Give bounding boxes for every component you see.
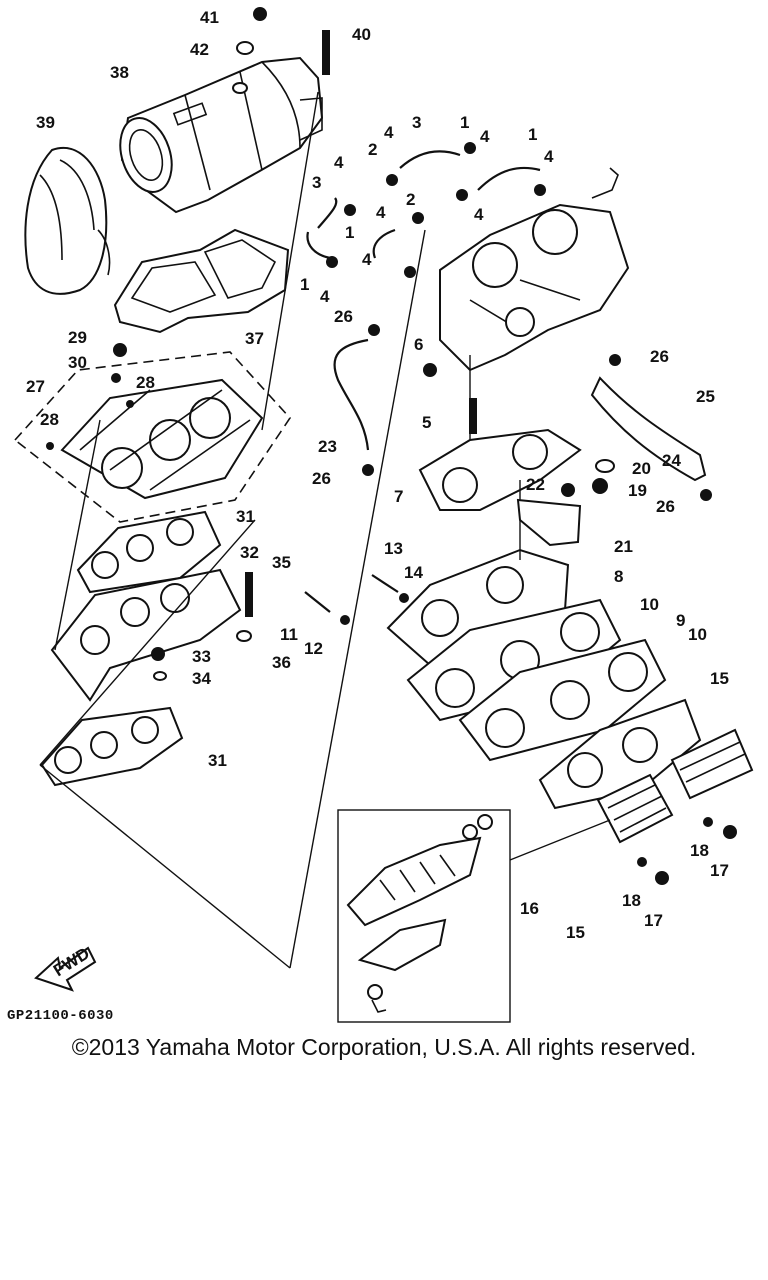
callout-27: 27 <box>26 377 45 396</box>
callout-26d: 26 <box>656 497 675 516</box>
callout-6: 6 <box>414 335 423 354</box>
cylinder-gaskets <box>40 510 242 787</box>
muffler-assembly <box>119 56 324 214</box>
leader-lines <box>39 91 611 969</box>
callout-24: 24 <box>662 451 681 470</box>
callout-3b: 3 <box>412 113 421 132</box>
callout-33: 33 <box>192 647 211 666</box>
exhaust-elbow <box>24 147 111 295</box>
carburetor-assembly <box>439 167 630 372</box>
callout-22: 22 <box>526 475 545 494</box>
callout-4h: 4 <box>320 287 330 306</box>
callout-4d: 4 <box>544 147 554 166</box>
callout-39: 39 <box>36 113 55 132</box>
callout-4e: 4 <box>376 203 386 222</box>
callout-25: 25 <box>696 387 715 406</box>
copyright-notice: ©2013 Yamaha Motor Corporation, U.S.A. A… <box>71 1034 697 1060</box>
diagram-reference-code: GP21100-6030 <box>7 1008 114 1024</box>
callout-40: 40 <box>352 25 371 44</box>
callout-4b: 4 <box>384 123 394 142</box>
callout-30: 30 <box>68 353 87 372</box>
callout-26a: 26 <box>334 307 353 326</box>
callout-37: 37 <box>245 329 264 348</box>
callout-14: 14 <box>404 563 423 582</box>
callout-21: 21 <box>614 537 633 556</box>
callout-38: 38 <box>110 63 129 82</box>
callout-4g: 4 <box>362 250 372 269</box>
callout-16: 16 <box>520 899 539 918</box>
callout-34: 34 <box>192 669 211 688</box>
reed-spacers <box>406 598 702 810</box>
callout-7: 7 <box>394 487 403 506</box>
callout-36: 36 <box>272 653 291 672</box>
callout-4c: 4 <box>480 127 490 146</box>
callout-29: 29 <box>68 328 87 347</box>
callout-32: 32 <box>240 543 259 562</box>
callout-18b: 18 <box>622 891 641 910</box>
callout-28a: 28 <box>136 373 155 392</box>
callout-4f: 4 <box>474 205 484 224</box>
intake-plates <box>386 428 582 667</box>
callout-26c: 26 <box>312 469 331 488</box>
callout-3a: 3 <box>312 173 321 192</box>
callout-1c: 1 <box>345 223 354 242</box>
callout-41: 41 <box>200 8 219 27</box>
callout-15b: 15 <box>566 923 585 942</box>
callout-19: 19 <box>628 481 647 500</box>
callout-12: 12 <box>304 639 323 658</box>
cylinder-head-group <box>13 351 292 523</box>
callout-1a: 1 <box>460 113 469 132</box>
callout-4a: 4 <box>334 153 344 172</box>
callout-26b: 26 <box>650 347 669 366</box>
callout-5: 5 <box>422 413 431 432</box>
muffler-gaskets <box>113 228 290 334</box>
reed-valves <box>596 728 754 844</box>
hoses <box>306 150 707 482</box>
callout-1d: 1 <box>300 275 309 294</box>
callout-8: 8 <box>614 567 623 586</box>
callout-31a: 31 <box>236 507 255 526</box>
callout-35: 35 <box>272 553 291 572</box>
callout-2b: 2 <box>406 190 415 209</box>
callout-15a: 15 <box>710 669 729 688</box>
callout-18a: 18 <box>690 841 709 860</box>
callout-11: 11 <box>280 625 298 644</box>
callout-13: 13 <box>384 539 403 558</box>
callout-23: 23 <box>318 437 337 456</box>
callout-10b: 10 <box>688 625 707 644</box>
callout-1b: 1 <box>528 125 537 144</box>
callout-10a: 10 <box>640 595 659 614</box>
callout-17b: 17 <box>644 911 663 930</box>
callout-numbers: 41 42 40 38 39 37 29 30 27 28 28 31 32 3… <box>26 8 729 942</box>
callout-9: 9 <box>676 611 685 630</box>
callout-31b: 31 <box>208 751 227 770</box>
callout-2a: 2 <box>368 140 377 159</box>
callout-17a: 17 <box>710 861 729 880</box>
callout-42: 42 <box>190 40 209 59</box>
forward-arrow-icon: FWD <box>34 944 97 992</box>
callout-20: 20 <box>632 459 651 478</box>
callout-28b: 28 <box>40 410 59 429</box>
fasteners <box>46 7 737 885</box>
reed-valve-inset <box>337 809 511 1023</box>
exploded-parts-diagram: FWD 41 42 40 38 39 37 29 30 27 28 28 31 … <box>13 7 754 1023</box>
